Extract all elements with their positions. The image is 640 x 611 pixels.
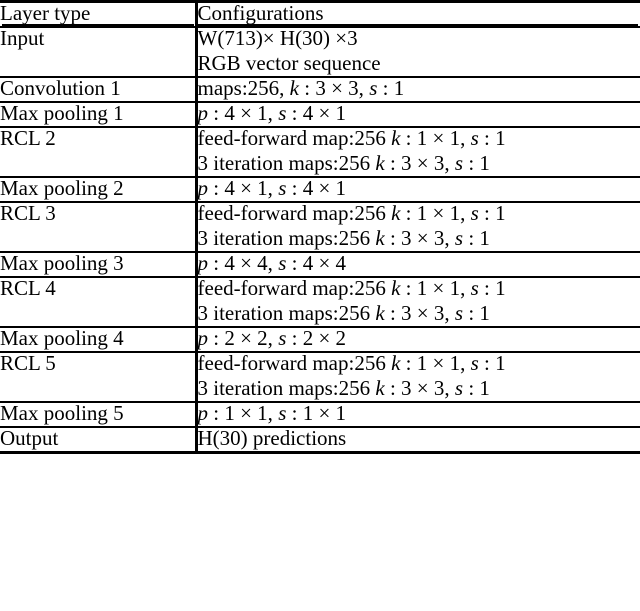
config-line: feed-forward map:256 k : 1 × 1, s : 1 — [197, 276, 506, 300]
config-line: 3 iteration maps:256 k : 3 × 3, s : 1 — [197, 151, 490, 175]
table-header-row: Layer type Configurations — [0, 0, 640, 27]
config-line: feed-forward map:256 k : 1 × 1, s : 1 — [197, 201, 506, 225]
layer-type-label: Input — [0, 26, 45, 50]
table-row: Output H(30) predictions — [0, 426, 640, 453]
cell-layer-type: Convolution 1 — [0, 76, 198, 102]
cell-layer-type: RCL 3 — [0, 201, 198, 252]
cell-configurations: p : 4 × 4, s : 4 × 4 — [196, 251, 640, 277]
config-line: p : 1 × 1, s : 1 × 1 — [197, 401, 347, 425]
cell-layer-type: RCL 5 — [0, 351, 198, 402]
config-line: RGB vector sequence — [197, 51, 381, 75]
table-row: Max pooling 2 p : 4 × 1, s : 4 × 1 — [0, 176, 640, 202]
column-header-configurations-label: Configurations — [197, 1, 324, 25]
table-row: Max pooling 1 p : 4 × 1, s : 4 × 1 — [0, 101, 640, 127]
cell-layer-type: RCL 2 — [0, 126, 198, 177]
layer-type-label: Output — [0, 426, 59, 450]
table-row: RCL 4 feed-forward map:256 k : 1 × 1, s … — [0, 276, 640, 327]
config-line: 3 iteration maps:256 k : 3 × 3, s : 1 — [197, 376, 490, 400]
table-row: Max pooling 4 p : 2 × 2, s : 2 × 2 — [0, 326, 640, 352]
table-row: Convolution 1 maps:256, k : 3 × 3, s : 1 — [0, 76, 640, 102]
column-header-layer-type-label: Layer type — [0, 1, 91, 25]
config-line: p : 4 × 1, s : 4 × 1 — [197, 176, 347, 200]
table-row: RCL 5 feed-forward map:256 k : 1 × 1, s … — [0, 351, 640, 402]
cell-configurations: feed-forward map:256 k : 1 × 1, s : 1 3 … — [196, 126, 640, 177]
table-bottom-rule — [0, 451, 640, 457]
config-line: W(713)× H(30) ×3 — [197, 26, 358, 50]
cell-layer-type: Input — [0, 26, 198, 77]
layer-type-label: Max pooling 3 — [0, 251, 124, 275]
config-line: p : 4 × 4, s : 4 × 4 — [197, 251, 347, 275]
cell-layer-type: Max pooling 3 — [0, 251, 198, 277]
layer-type-label: RCL 5 — [0, 351, 56, 375]
layer-type-label: Max pooling 4 — [0, 326, 124, 350]
cell-layer-type: Max pooling 2 — [0, 176, 198, 202]
cell-configurations: W(713)× H(30) ×3 RGB vector sequence — [196, 26, 640, 77]
config-line: 3 iteration maps:256 k : 3 × 3, s : 1 — [197, 226, 490, 250]
column-header-layer-type: Layer type — [0, 0, 198, 27]
table-row: Max pooling 3 p : 4 × 4, s : 4 × 4 — [0, 251, 640, 277]
cell-configurations: feed-forward map:256 k : 1 × 1, s : 1 3 … — [196, 351, 640, 402]
config-line: p : 2 × 2, s : 2 × 2 — [197, 326, 347, 350]
cell-configurations: p : 4 × 1, s : 4 × 1 — [196, 176, 640, 202]
config-line: maps:256, k : 3 × 3, s : 1 — [197, 76, 405, 100]
layer-type-label: Max pooling 2 — [0, 176, 124, 200]
config-line: feed-forward map:256 k : 1 × 1, s : 1 — [197, 126, 506, 150]
cell-configurations: p : 4 × 1, s : 4 × 1 — [196, 101, 640, 127]
table-row: Input W(713)× H(30) ×3 RGB vector sequen… — [0, 26, 640, 77]
config-line: feed-forward map:256 k : 1 × 1, s : 1 — [197, 351, 506, 375]
cell-configurations: feed-forward map:256 k : 1 × 1, s : 1 3 … — [196, 201, 640, 252]
layer-type-label: RCL 3 — [0, 201, 56, 225]
table-bottom-rule-right — [196, 451, 640, 457]
cell-configurations: maps:256, k : 3 × 3, s : 1 — [196, 76, 640, 102]
table-row: Max pooling 5 p : 1 × 1, s : 1 × 1 — [0, 401, 640, 427]
config-line: H(30) predictions — [197, 426, 347, 450]
config-line: p : 4 × 1, s : 4 × 1 — [197, 101, 347, 125]
column-header-configurations: Configurations — [196, 0, 640, 27]
cell-layer-type: Output — [0, 426, 198, 453]
layer-type-label: RCL 2 — [0, 126, 56, 150]
cell-layer-type: RCL 4 — [0, 276, 198, 327]
layer-type-label: RCL 4 — [0, 276, 56, 300]
layer-type-label: Max pooling 1 — [0, 101, 124, 125]
table: Layer type Configurations Input W(713)× … — [0, 0, 640, 457]
cell-configurations: p : 1 × 1, s : 1 × 1 — [196, 401, 640, 427]
cell-configurations: H(30) predictions — [196, 426, 640, 453]
cell-layer-type: Max pooling 1 — [0, 101, 198, 127]
layer-type-label: Convolution 1 — [0, 76, 121, 100]
cell-layer-type: Max pooling 4 — [0, 326, 198, 352]
config-line: 3 iteration maps:256 k : 3 × 3, s : 1 — [197, 301, 490, 325]
cell-layer-type: Max pooling 5 — [0, 401, 198, 427]
table-body: Layer type Configurations Input W(713)× … — [0, 0, 640, 457]
table-row: RCL 2 feed-forward map:256 k : 1 × 1, s … — [0, 126, 640, 177]
cell-configurations: feed-forward map:256 k : 1 × 1, s : 1 3 … — [196, 276, 640, 327]
table-row: RCL 3 feed-forward map:256 k : 1 × 1, s … — [0, 201, 640, 252]
cell-configurations: p : 2 × 2, s : 2 × 2 — [196, 326, 640, 352]
table-bottom-rule-left — [0, 451, 196, 457]
layer-type-label: Max pooling 5 — [0, 401, 124, 425]
